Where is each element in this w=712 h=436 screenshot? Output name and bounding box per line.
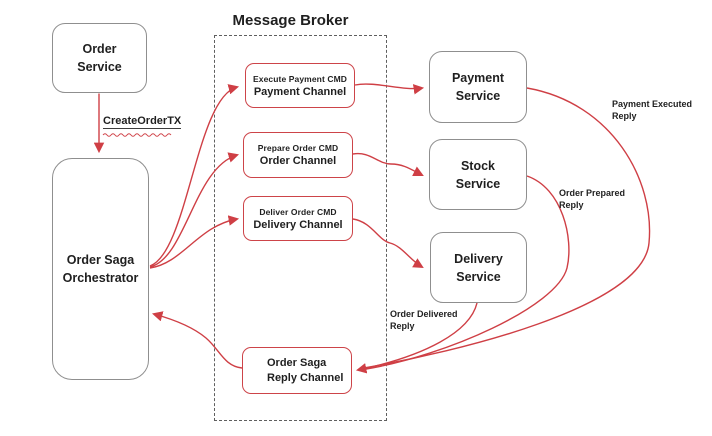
- spellcheck-squiggle: [102, 133, 172, 137]
- order-channel-node: Prepare Order CMD Order Channel: [243, 132, 353, 178]
- order-prepared-reply-line2: Reply: [559, 200, 584, 210]
- payment-service-node: Payment Service: [429, 51, 527, 123]
- orchestrator-label-line2: Orchestrator: [62, 271, 139, 285]
- order-service-label-line2: Service: [77, 60, 122, 74]
- order-delivered-reply-line1: Order Delivered: [390, 309, 458, 319]
- payment-channel-cmd: Execute Payment CMD: [252, 73, 347, 84]
- delivery-service-node: Delivery Service: [430, 232, 527, 303]
- payment-executed-reply-label: Payment Executed Reply: [612, 98, 692, 122]
- order-delivered-reply-label: Order Delivered Reply: [390, 308, 458, 332]
- payment-channel-name: Payment Channel: [253, 85, 347, 98]
- create-order-tx-text: CreateOrderTX: [103, 115, 182, 129]
- payment-channel-node: Execute Payment CMD Payment Channel: [245, 63, 355, 108]
- reply-channel-label-line1: Order Saga: [267, 356, 327, 369]
- order-service-node: Order Service: [52, 23, 147, 93]
- message-broker-title: Message Broker: [232, 12, 349, 29]
- delivery-channel-cmd: Deliver Order CMD: [259, 206, 337, 217]
- stock-service-node: Stock Service: [429, 139, 527, 210]
- order-delivered-reply-line2: Reply: [390, 321, 415, 331]
- orchestrator-label-line1: Order Saga: [66, 253, 135, 267]
- stock-service-label-line1: Stock: [460, 158, 496, 173]
- order-channel-cmd: Prepare Order CMD: [257, 143, 339, 153]
- order-channel-name: Order Channel: [259, 155, 337, 167]
- stock-service-label-line2: Service: [455, 176, 501, 191]
- delivery-channel-name: Delivery Channel: [253, 218, 343, 231]
- order-saga-orchestrator-node: Order Saga Orchestrator: [52, 158, 149, 380]
- order-saga-reply-channel-node: Order Saga Reply Channel: [242, 347, 352, 394]
- delivery-channel-node: Deliver Order CMD Delivery Channel: [243, 196, 353, 241]
- delivery-service-label-line1: Delivery: [454, 251, 503, 266]
- order-prepared-reply-line1: Order Prepared: [559, 188, 626, 198]
- order-prepared-reply-label: Order Prepared Reply: [559, 187, 625, 211]
- order-service-label-line1: Order: [82, 42, 117, 56]
- payment-executed-reply-line2: Reply: [612, 111, 637, 121]
- payment-executed-reply-line1: Payment Executed: [612, 99, 693, 109]
- payment-service-label-line1: Payment: [451, 71, 505, 85]
- reply-channel-label-line2: Reply Channel: [267, 371, 344, 384]
- payment-service-label-line2: Service: [455, 89, 501, 103]
- delivery-service-label-line2: Service: [456, 269, 501, 284]
- create-order-tx-label: CreateOrderTX: [103, 115, 182, 129]
